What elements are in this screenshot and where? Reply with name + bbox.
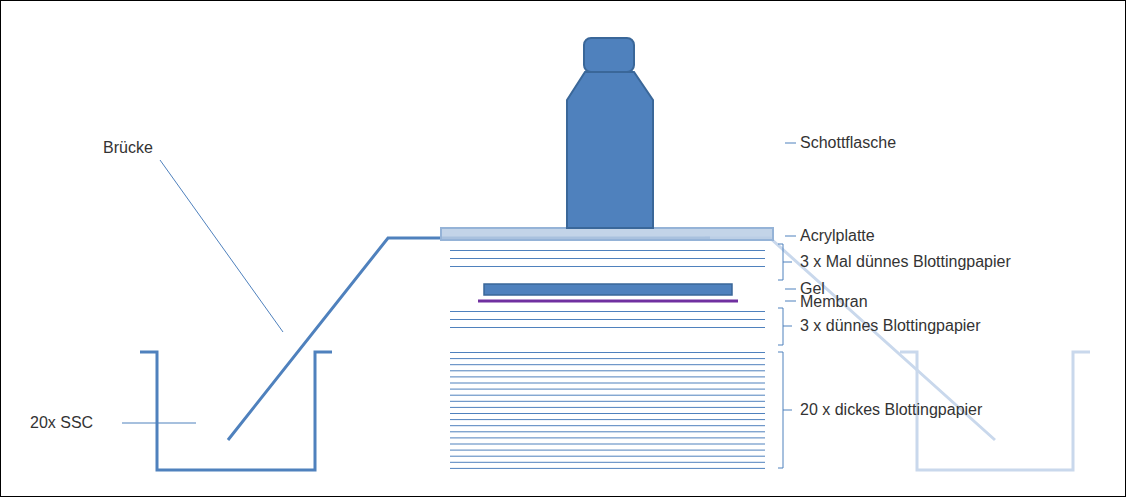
bottle (567, 72, 653, 228)
paper-sheet (450, 364, 765, 365)
paper-sheet (450, 401, 765, 402)
paper-sheet (450, 456, 765, 457)
part-label: Acrylplatte (800, 227, 875, 245)
bracket-label: 3 x Mal dünnes Blottingpapier (800, 253, 1011, 271)
paper-sheet (450, 389, 765, 390)
paper-sheet (450, 250, 765, 251)
paper-sheet (450, 450, 765, 451)
paper-sheet (450, 413, 765, 414)
membrane (478, 300, 738, 303)
paper-sheet (450, 352, 765, 353)
paper-sheet (450, 376, 765, 377)
buffer-tray (140, 352, 332, 470)
paper-sheet (450, 395, 765, 396)
paper-sheet (450, 266, 765, 267)
part-label: Membran (800, 293, 868, 311)
paper-sheet (450, 468, 765, 469)
leader-lines (122, 143, 796, 423)
paper-sheet (450, 358, 765, 359)
bottle-cap (584, 38, 634, 72)
bracket-label: 3 x dünnes Blottingpapier (800, 317, 981, 335)
bridge (228, 238, 710, 440)
bracket-label: 20 x dickes Blottingpapier (800, 401, 982, 419)
paper-sheet (450, 319, 765, 320)
paper-sheet (450, 258, 765, 259)
paper-sheet (450, 425, 765, 426)
paper-sheet (450, 407, 765, 408)
paper-sheet (450, 370, 765, 371)
paper-sheet (450, 383, 765, 384)
brackets (778, 244, 792, 468)
part-label: Schottflasche (800, 134, 896, 152)
paper-sheet (450, 311, 765, 312)
paper-sheet (450, 327, 765, 328)
paper-sheet (450, 444, 765, 445)
paper-sheet (450, 419, 765, 420)
part-label: 20x SSC (30, 414, 93, 432)
gel (484, 284, 732, 295)
paper-sheet (450, 462, 765, 463)
paper-sheet (450, 431, 765, 432)
paper-sheet (450, 437, 765, 438)
acrylic-plate (441, 228, 773, 240)
part-label: Brücke (103, 139, 153, 157)
blotting-paper (450, 251, 765, 469)
